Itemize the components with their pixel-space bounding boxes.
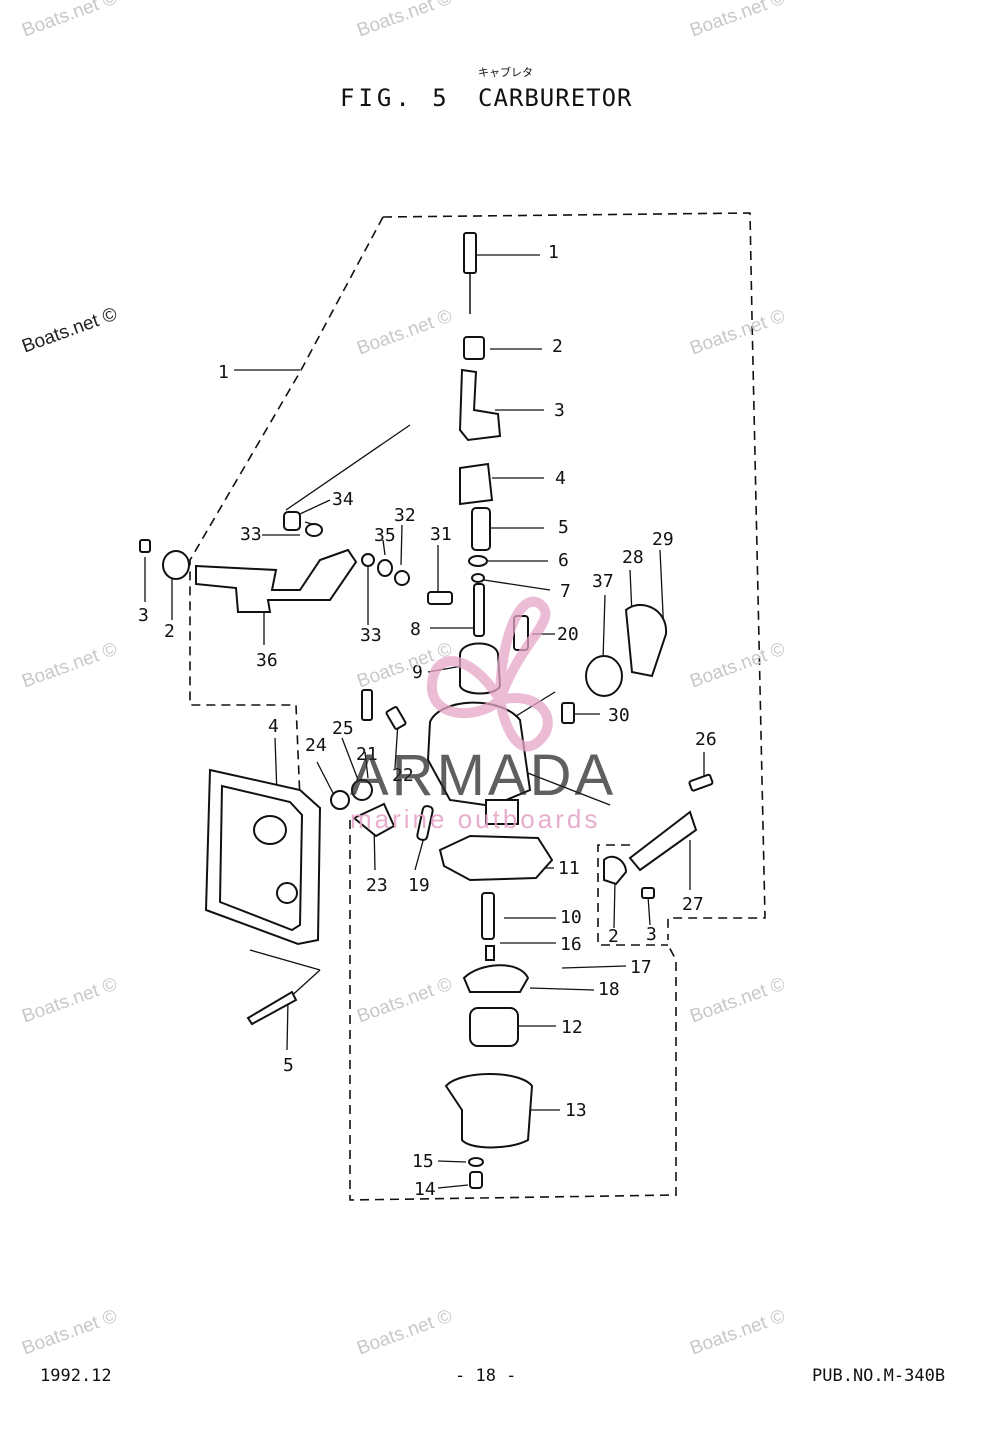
callout-number: 23 <box>366 875 388 896</box>
callout-number: 3 <box>646 924 657 945</box>
callout-number: 22 <box>392 765 414 786</box>
callout-number: 37 <box>592 571 614 592</box>
callout-number: 27 <box>682 894 704 915</box>
callout-number: 3 <box>554 400 565 421</box>
callout-number: 14 <box>414 1179 436 1200</box>
title-kana: キャブレタ <box>478 66 533 79</box>
armada-subtitle-watermark: marine outboards <box>350 804 601 834</box>
callout-number: 35 <box>374 525 396 546</box>
callout-number: 17 <box>630 957 652 978</box>
callout-number: 11 <box>558 858 580 879</box>
callout-number: 9 <box>412 662 423 683</box>
callout-number: 21 <box>356 744 378 765</box>
callout-number: 6 <box>558 550 569 571</box>
callout-number: 36 <box>256 650 278 671</box>
callout-numbers: 1234567891011121314151617181920212223242… <box>138 242 717 1200</box>
callout-number: 4 <box>268 716 279 737</box>
callout-number: 33 <box>360 625 382 646</box>
callout-number: 12 <box>561 1017 583 1038</box>
callout-number: 31 <box>430 524 452 545</box>
callout-number: 4 <box>555 468 566 489</box>
footer-date: 1992.12 <box>40 1366 112 1386</box>
callout-number: 26 <box>695 729 717 750</box>
armada-logo-mark <box>426 596 553 752</box>
callout-number: 13 <box>565 1100 587 1121</box>
callout-number: 30 <box>608 705 630 726</box>
callout-number: 34 <box>332 489 354 510</box>
callout-number: 1 <box>218 362 229 383</box>
callout-number: 18 <box>598 979 620 1000</box>
figure-label: FIG. 5 <box>340 84 451 112</box>
callout-number: 32 <box>394 505 416 526</box>
callout-number: 16 <box>560 934 582 955</box>
callout-number: 2 <box>552 336 563 357</box>
footer-publication-number: PUB.NO.M-340B <box>812 1366 946 1386</box>
callout-number: 2 <box>608 926 619 947</box>
armada-watermark: ARMADA <box>350 743 617 808</box>
callout-number: 28 <box>622 547 644 568</box>
callout-number: 8 <box>410 619 421 640</box>
callout-number: 25 <box>332 718 354 739</box>
callout-number: 5 <box>283 1055 294 1076</box>
dashed-assembly-boundaries <box>189 212 766 1201</box>
callout-number: 1 <box>548 242 559 263</box>
callout-number: 2 <box>164 621 175 642</box>
callout-number: 29 <box>652 529 674 550</box>
callout-number: 10 <box>560 907 582 928</box>
carburetor-parts <box>139 232 714 1189</box>
callout-number: 5 <box>558 517 569 538</box>
callout-number: 3 <box>138 605 149 626</box>
figure-title: CARBURETOR <box>478 84 633 112</box>
callout-number: 20 <box>557 624 579 645</box>
footer-page-number: - 18 - <box>455 1366 517 1386</box>
callout-number: 33 <box>240 524 262 545</box>
leader-lines <box>144 254 705 1189</box>
callout-number: 15 <box>412 1151 434 1172</box>
callout-number: 24 <box>305 735 327 756</box>
callout-number: 19 <box>408 875 430 896</box>
callout-number: 7 <box>560 581 571 602</box>
